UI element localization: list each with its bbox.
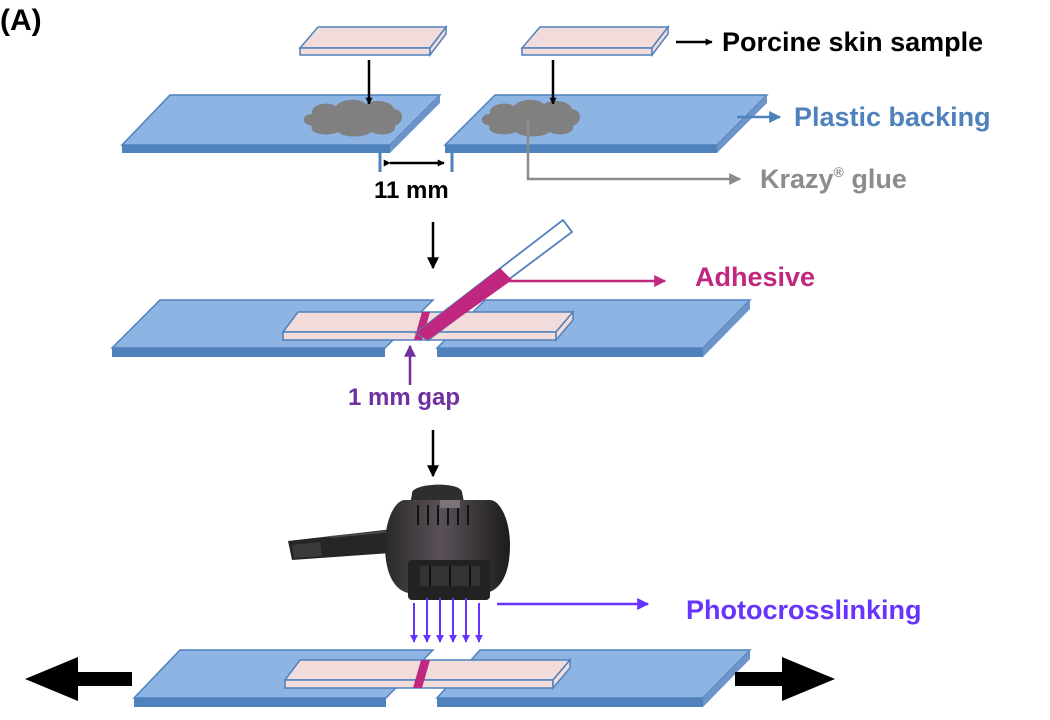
- skin-sample-left: [298, 24, 448, 58]
- uv-lamp-icon: [288, 484, 510, 600]
- porcine-skin-label: Porcine skin sample: [722, 27, 983, 57]
- gap-11mm-label: 11 mm: [374, 177, 449, 204]
- light-rays: [410, 598, 483, 643]
- step2-skin-strip: [281, 309, 575, 343]
- photocrosslinking-label: Photocrosslinking: [686, 595, 922, 625]
- pull-arrow-right-icon: [735, 657, 835, 701]
- gap-1mm-label: 1 mm gap: [348, 384, 460, 411]
- glue-blob-left: [303, 99, 403, 137]
- adhesive-stripe: [413, 660, 430, 688]
- plastic-backing-label: Plastic backing: [794, 102, 991, 132]
- glue-blob-right: [481, 99, 581, 137]
- pull-arrow-left-icon: [25, 657, 132, 701]
- glue-pointer: [526, 120, 742, 185]
- panel-label: (A): [0, 4, 42, 37]
- glue-label: Krazy® glue: [760, 164, 907, 194]
- adhesive-label: Adhesive: [695, 262, 815, 292]
- skin-sample-right: [520, 24, 670, 58]
